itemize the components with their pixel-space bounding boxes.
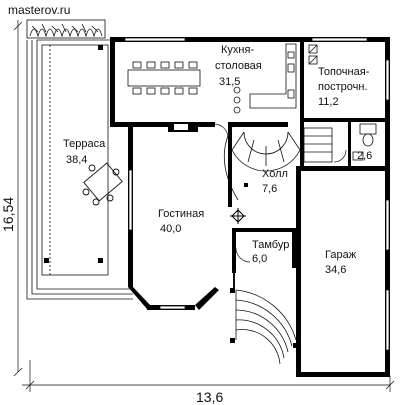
kitchen-name-line2: столовая — [215, 60, 262, 72]
garage-area: 34,6 — [325, 264, 346, 276]
terrace-name: Терраса — [63, 138, 106, 150]
kitchen-counter — [233, 43, 297, 114]
hall-area: 7,6 — [262, 183, 277, 195]
terrace-table — [82, 162, 123, 206]
kitchen-area: 31,5 — [219, 76, 240, 88]
wc-fixtures — [352, 123, 377, 161]
boiler-area: 11,2 — [318, 96, 339, 108]
terrace-outline — [26, 39, 133, 300]
width-dimension-label: 13,6 — [196, 389, 223, 405]
boiler-name-line1: Топочная- — [318, 66, 370, 78]
kitchen-name-line1: Кухня- — [221, 44, 254, 56]
living-area: 40,0 — [160, 223, 181, 235]
small-stair — [303, 127, 333, 163]
site-watermark: masterov.ru — [8, 3, 70, 17]
door-swings — [214, 123, 347, 263]
fireplace — [168, 122, 198, 132]
entrance-steps — [233, 270, 297, 365]
vestibule-area: 6,0 — [252, 253, 267, 265]
boiler-equipment — [308, 44, 318, 65]
hall-name: Холл — [262, 168, 288, 180]
dimension-lines — [13, 20, 395, 392]
windows — [124, 37, 390, 351]
boiler-name-line2: построчн. — [318, 81, 367, 93]
plant-decoration — [230, 208, 246, 224]
vestibule-name: Тамбур — [252, 239, 289, 251]
terrace-area: 38,4 — [66, 154, 87, 166]
living-name: Гостиная — [158, 208, 204, 220]
height-dimension-label: 16,54 — [0, 197, 16, 232]
columns — [44, 45, 298, 348]
garage-name: Гараж — [325, 249, 357, 261]
room-labels: Кухня- столовая 31,5 Топочная- построчн.… — [63, 44, 372, 276]
dining-table — [127, 61, 201, 95]
spiral-staircase — [223, 126, 301, 201]
shrub-decoration — [26, 19, 106, 39]
wc-area: 2,6 — [357, 150, 372, 162]
